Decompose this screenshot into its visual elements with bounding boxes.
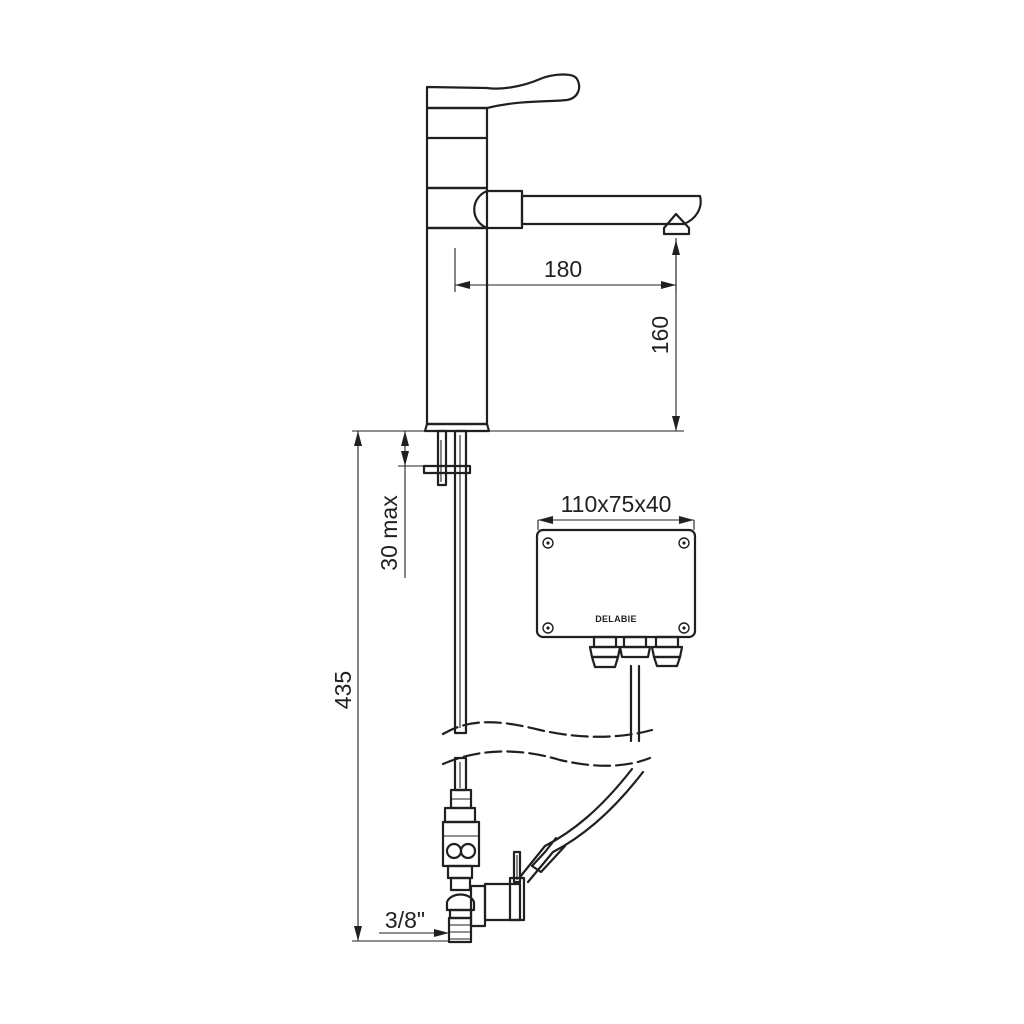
length-break bbox=[441, 721, 654, 767]
mixer-body-column bbox=[425, 226, 489, 426]
dimension-label-total-length: 435 bbox=[330, 671, 356, 709]
spout bbox=[520, 194, 702, 226]
dimension-lines bbox=[352, 238, 695, 942]
brand-logo-text: DELABIE bbox=[595, 614, 637, 624]
mixer-upper-body bbox=[425, 106, 489, 190]
supply-hose bbox=[453, 429, 468, 735]
fixing-assembly bbox=[422, 429, 472, 792]
lever-handle bbox=[425, 73, 581, 110]
solenoid-valve bbox=[441, 788, 526, 944]
fixing-plate bbox=[422, 464, 472, 475]
cable-glands bbox=[588, 635, 684, 669]
dimension-label-inlet-thread: 3/8" bbox=[385, 907, 425, 933]
dimension-label-spout-height: 160 bbox=[647, 316, 673, 354]
solenoid-coil bbox=[483, 882, 522, 922]
aerator bbox=[662, 212, 691, 236]
cables bbox=[518, 664, 645, 884]
inlet-connector bbox=[447, 916, 473, 944]
mixer-body bbox=[423, 73, 702, 433]
dimension-label-deck-thickness: 30 max bbox=[376, 495, 402, 571]
dimension-label-spout-reach: 180 bbox=[544, 256, 582, 282]
dimension-label-box-size: 110x75x40 bbox=[561, 491, 672, 517]
control-box: DELABIE bbox=[535, 528, 697, 669]
